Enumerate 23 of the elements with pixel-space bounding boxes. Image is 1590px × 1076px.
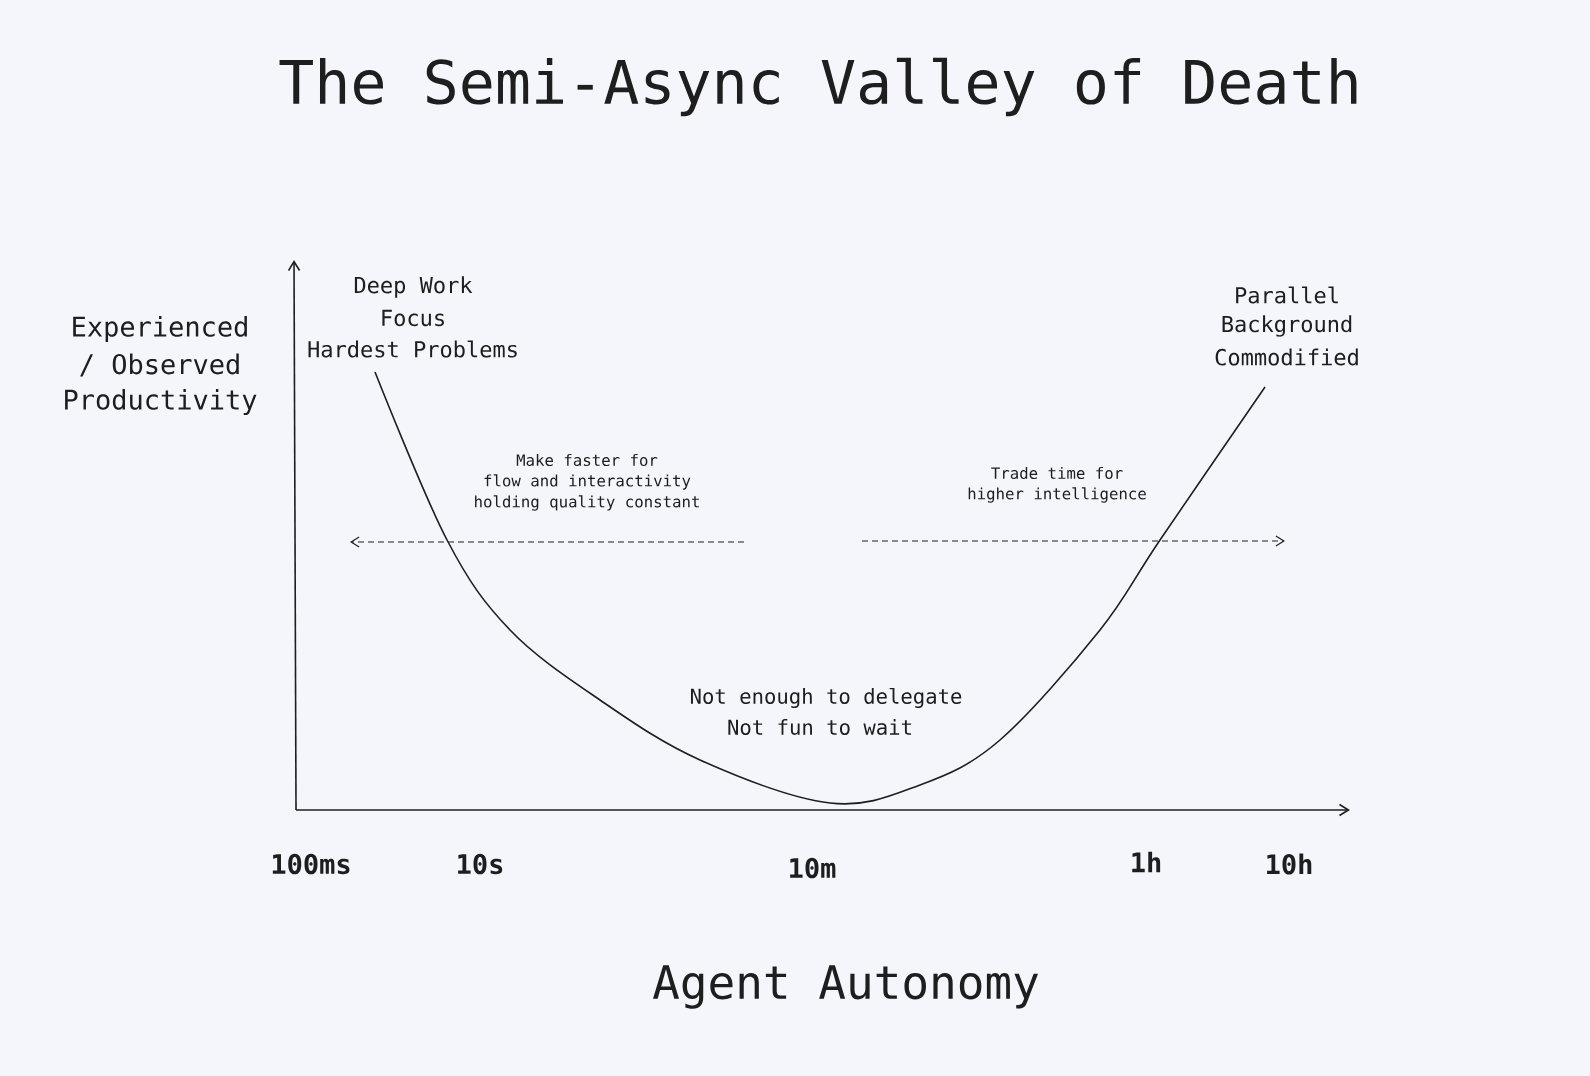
tick-label: 10s bbox=[458, 853, 503, 875]
annotation-text: Focus bbox=[382, 309, 444, 327]
tick-label: 10h bbox=[1267, 853, 1312, 875]
annotation-text: Trade time for bbox=[991, 466, 1123, 480]
annotation-text: higher intelligence bbox=[968, 487, 1146, 503]
annotation-text: Parallel bbox=[1236, 286, 1338, 304]
annotation-text: Commodified bbox=[1215, 348, 1358, 366]
tick-label: 10m bbox=[790, 857, 836, 879]
annotation-text: Deep Work bbox=[354, 276, 473, 298]
annotation-text: Hardest Problems bbox=[308, 340, 517, 358]
annotation-text: Make faster for bbox=[516, 453, 658, 467]
annotation-text: Background bbox=[1222, 315, 1352, 337]
annotation-text: Not fun to wait bbox=[728, 719, 911, 735]
axis-label: Experienced bbox=[73, 315, 247, 343]
axis-label: / Observed bbox=[80, 353, 239, 377]
chart-title: The Semi-Async Valley of Death bbox=[279, 57, 1357, 117]
annotation-text: Not enough to delegate bbox=[691, 687, 962, 709]
tick-label: 100ms bbox=[272, 853, 350, 875]
tick-label: 1h bbox=[1132, 851, 1161, 873]
axis-label: Agent Autonomy bbox=[653, 965, 1039, 1009]
annotation-text: holding quality constant bbox=[475, 495, 699, 511]
annotation-text: flow and interactivity bbox=[484, 474, 691, 490]
axis-label: Productivity bbox=[65, 388, 257, 416]
